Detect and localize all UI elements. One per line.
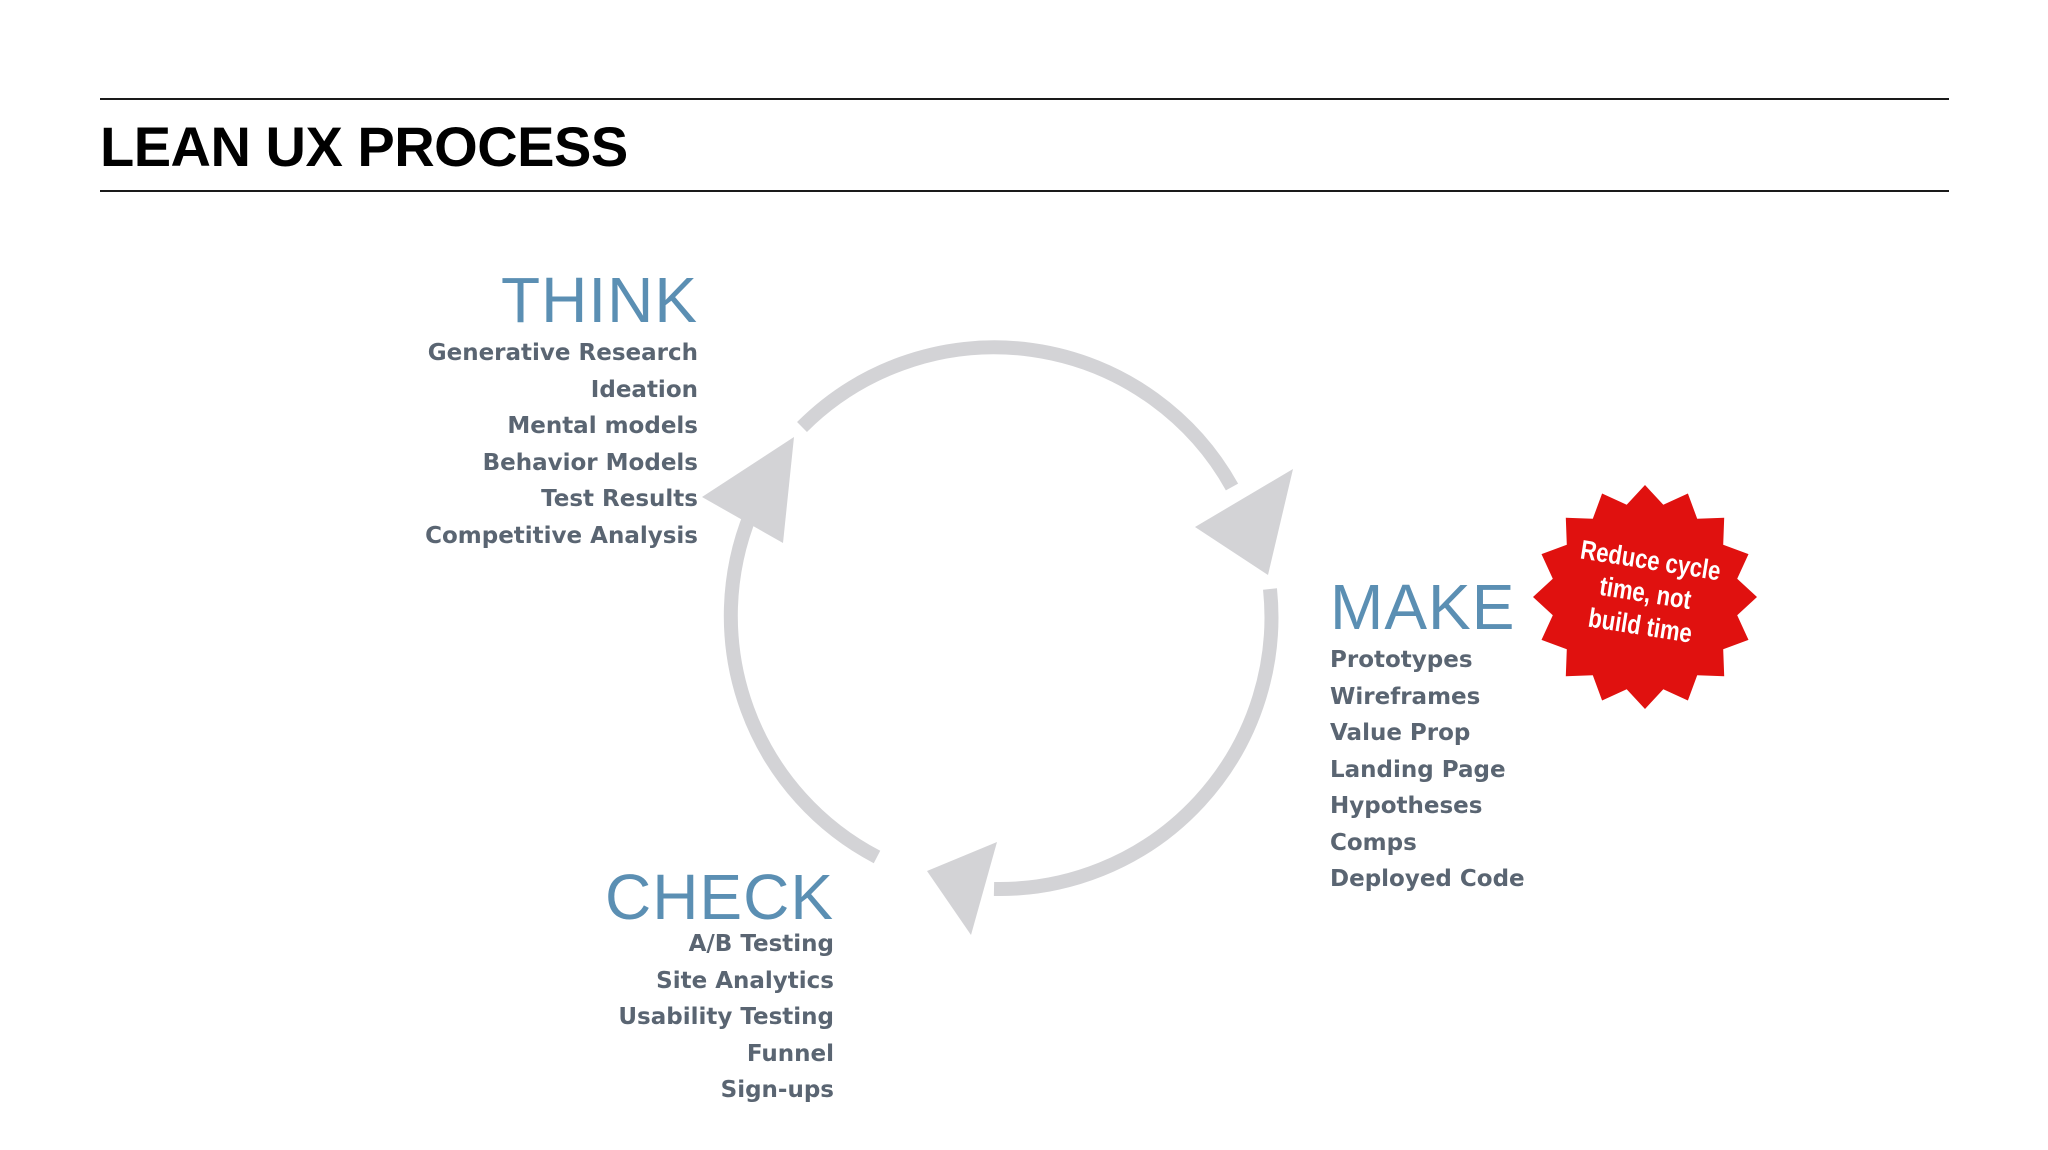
list-item: Value Prop	[1330, 720, 1471, 746]
list-item: Ideation	[590, 376, 698, 403]
arrowhead-make	[1195, 469, 1293, 575]
check-stage: CHECK A/B Testing Site Analytics Usabili…	[520, 862, 834, 1109]
list-item: Comps	[1330, 829, 1417, 856]
list-item: Test Results	[541, 486, 698, 512]
arrowhead-think	[702, 437, 794, 543]
arc-make-to-check	[993, 588, 1279, 897]
title-rule-bottom	[100, 190, 1949, 192]
make-heading: MAKE	[1330, 571, 1516, 643]
list-item: A/B Testing	[688, 931, 834, 957]
slide-title: LEAN UX PROCESS	[100, 115, 628, 178]
list-item: Deployed Code	[1330, 866, 1525, 892]
arrowhead-check	[927, 842, 997, 935]
check-heading: CHECK	[604, 861, 834, 933]
starburst-badge-shape	[1533, 485, 1757, 709]
list-item: Usability Testing	[618, 1004, 834, 1030]
list-item: Wireframes	[1330, 683, 1481, 710]
reduce-cycle-badge: Reduce cycle time, not build time	[1533, 485, 1757, 709]
list-item: Funnel	[746, 1040, 834, 1067]
list-item: Prototypes	[1330, 647, 1473, 673]
arc-think-to-make	[797, 340, 1239, 491]
list-item: Sign-ups	[720, 1077, 834, 1103]
list-item: Hypotheses	[1330, 793, 1483, 819]
list-item: Generative Research	[427, 340, 698, 366]
think-heading: THINK	[501, 264, 698, 336]
list-item: Mental models	[507, 413, 698, 439]
check-list: A/B Testing Site Analytics Usability Tes…	[520, 926, 834, 1109]
list-item: Site Analytics	[656, 967, 834, 994]
title-rule-top	[100, 98, 1949, 100]
list-item: Behavior Models	[482, 449, 698, 476]
list-item: Competitive Analysis	[425, 522, 698, 549]
list-item: Landing Page	[1330, 756, 1506, 783]
arc-check-to-think	[723, 510, 881, 864]
think-list: Generative Research Ideation Mental mode…	[380, 335, 698, 554]
make-stage: MAKE Prototypes Wireframes Value Prop La…	[1330, 572, 1690, 898]
make-list: Prototypes Wireframes Value Prop Landing…	[1330, 642, 1690, 898]
think-stage: THINK Generative Research Ideation Menta…	[380, 265, 698, 554]
